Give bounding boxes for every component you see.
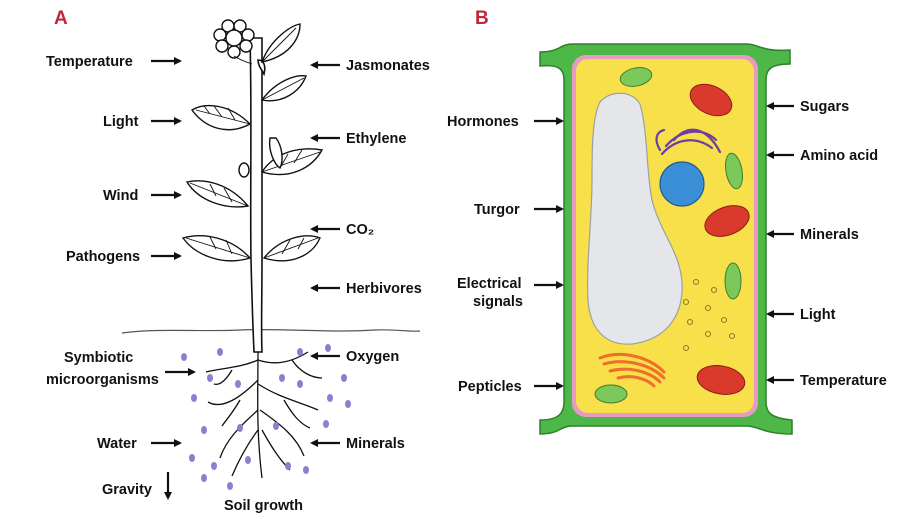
svg-text:Gravity: Gravity bbox=[102, 482, 152, 498]
svg-text:Symbiotic: Symbiotic bbox=[64, 350, 133, 366]
svg-text:Pathogens: Pathogens bbox=[66, 249, 140, 265]
label-turgor: Turgor bbox=[474, 202, 562, 218]
label-minerals-a: Minerals bbox=[312, 436, 405, 452]
plant-stem bbox=[250, 38, 265, 352]
label-light: Light bbox=[103, 114, 180, 130]
leaf-right-3 bbox=[264, 236, 320, 261]
svg-text:Temperature: Temperature bbox=[46, 54, 133, 70]
svg-text:signals: signals bbox=[473, 294, 523, 310]
leaf-upper-right bbox=[262, 24, 300, 62]
nucleus bbox=[660, 162, 704, 206]
label-symbiotic-microorganisms: Symbiotic microorganisms bbox=[46, 350, 194, 388]
svg-text:Minerals: Minerals bbox=[800, 227, 859, 243]
svg-text:microorganisms: microorganisms bbox=[46, 372, 159, 388]
label-gravity: Gravity bbox=[102, 472, 168, 498]
svg-text:Pepticles: Pepticles bbox=[458, 379, 522, 395]
soil-surface-line bbox=[122, 330, 420, 333]
root-system bbox=[206, 352, 322, 478]
flower-icon bbox=[214, 20, 254, 64]
svg-text:Light: Light bbox=[103, 114, 139, 130]
svg-text:CO₂: CO₂ bbox=[346, 222, 374, 238]
label-minerals-b: Minerals bbox=[768, 227, 859, 243]
label-pepticles: Pepticles bbox=[458, 379, 562, 395]
leaf-left-1 bbox=[192, 106, 250, 130]
label-temperature-b: Temperature bbox=[768, 373, 887, 389]
svg-text:Jasmonates: Jasmonates bbox=[346, 58, 430, 74]
label-temperature: Temperature bbox=[46, 54, 180, 70]
svg-text:Minerals: Minerals bbox=[346, 436, 405, 452]
svg-text:Oxygen: Oxygen bbox=[346, 349, 399, 365]
svg-text:Ethylene: Ethylene bbox=[346, 131, 406, 147]
label-oxygen: Oxygen bbox=[312, 349, 399, 365]
svg-text:Light: Light bbox=[800, 307, 836, 323]
svg-text:Wind: Wind bbox=[103, 188, 138, 204]
label-soil-growth: Soil growth bbox=[224, 498, 303, 514]
leaf-left-3 bbox=[183, 236, 250, 261]
svg-text:Amino acid: Amino acid bbox=[800, 148, 878, 164]
label-sugars: Sugars bbox=[768, 99, 849, 115]
svg-text:Electrical: Electrical bbox=[457, 276, 522, 292]
svg-text:Herbivores: Herbivores bbox=[346, 281, 422, 297]
panel-b-letter: B bbox=[475, 8, 489, 29]
label-jasmonates: Jasmonates bbox=[312, 58, 430, 74]
svg-text:Sugars: Sugars bbox=[800, 99, 849, 115]
label-hormones: Hormones bbox=[447, 114, 562, 130]
panel-a-letter: A bbox=[54, 8, 68, 29]
svg-text:Hormones: Hormones bbox=[447, 114, 519, 130]
chloroplast-green bbox=[725, 263, 741, 299]
label-water: Water bbox=[97, 436, 180, 452]
chloroplast-green bbox=[595, 385, 627, 403]
label-light-b: Light bbox=[768, 307, 836, 323]
label-herbivores: Herbivores bbox=[312, 281, 422, 297]
svg-text:Turgor: Turgor bbox=[474, 202, 520, 218]
svg-text:Water: Water bbox=[97, 436, 137, 452]
label-pathogens: Pathogens bbox=[66, 249, 180, 265]
soil-particles bbox=[181, 344, 351, 490]
label-ethylene: Ethylene bbox=[312, 131, 406, 147]
panel-b: B bbox=[447, 8, 887, 434]
label-co2: CO₂ bbox=[312, 222, 374, 238]
svg-text:Temperature: Temperature bbox=[800, 373, 887, 389]
label-amino-acid: Amino acid bbox=[768, 148, 878, 164]
panel-a: A bbox=[46, 8, 430, 514]
leaf-left-2 bbox=[187, 181, 248, 207]
leaf-right-1 bbox=[262, 76, 306, 101]
label-wind: Wind bbox=[103, 188, 180, 204]
label-electrical-signals: Electrical signals bbox=[457, 276, 562, 310]
